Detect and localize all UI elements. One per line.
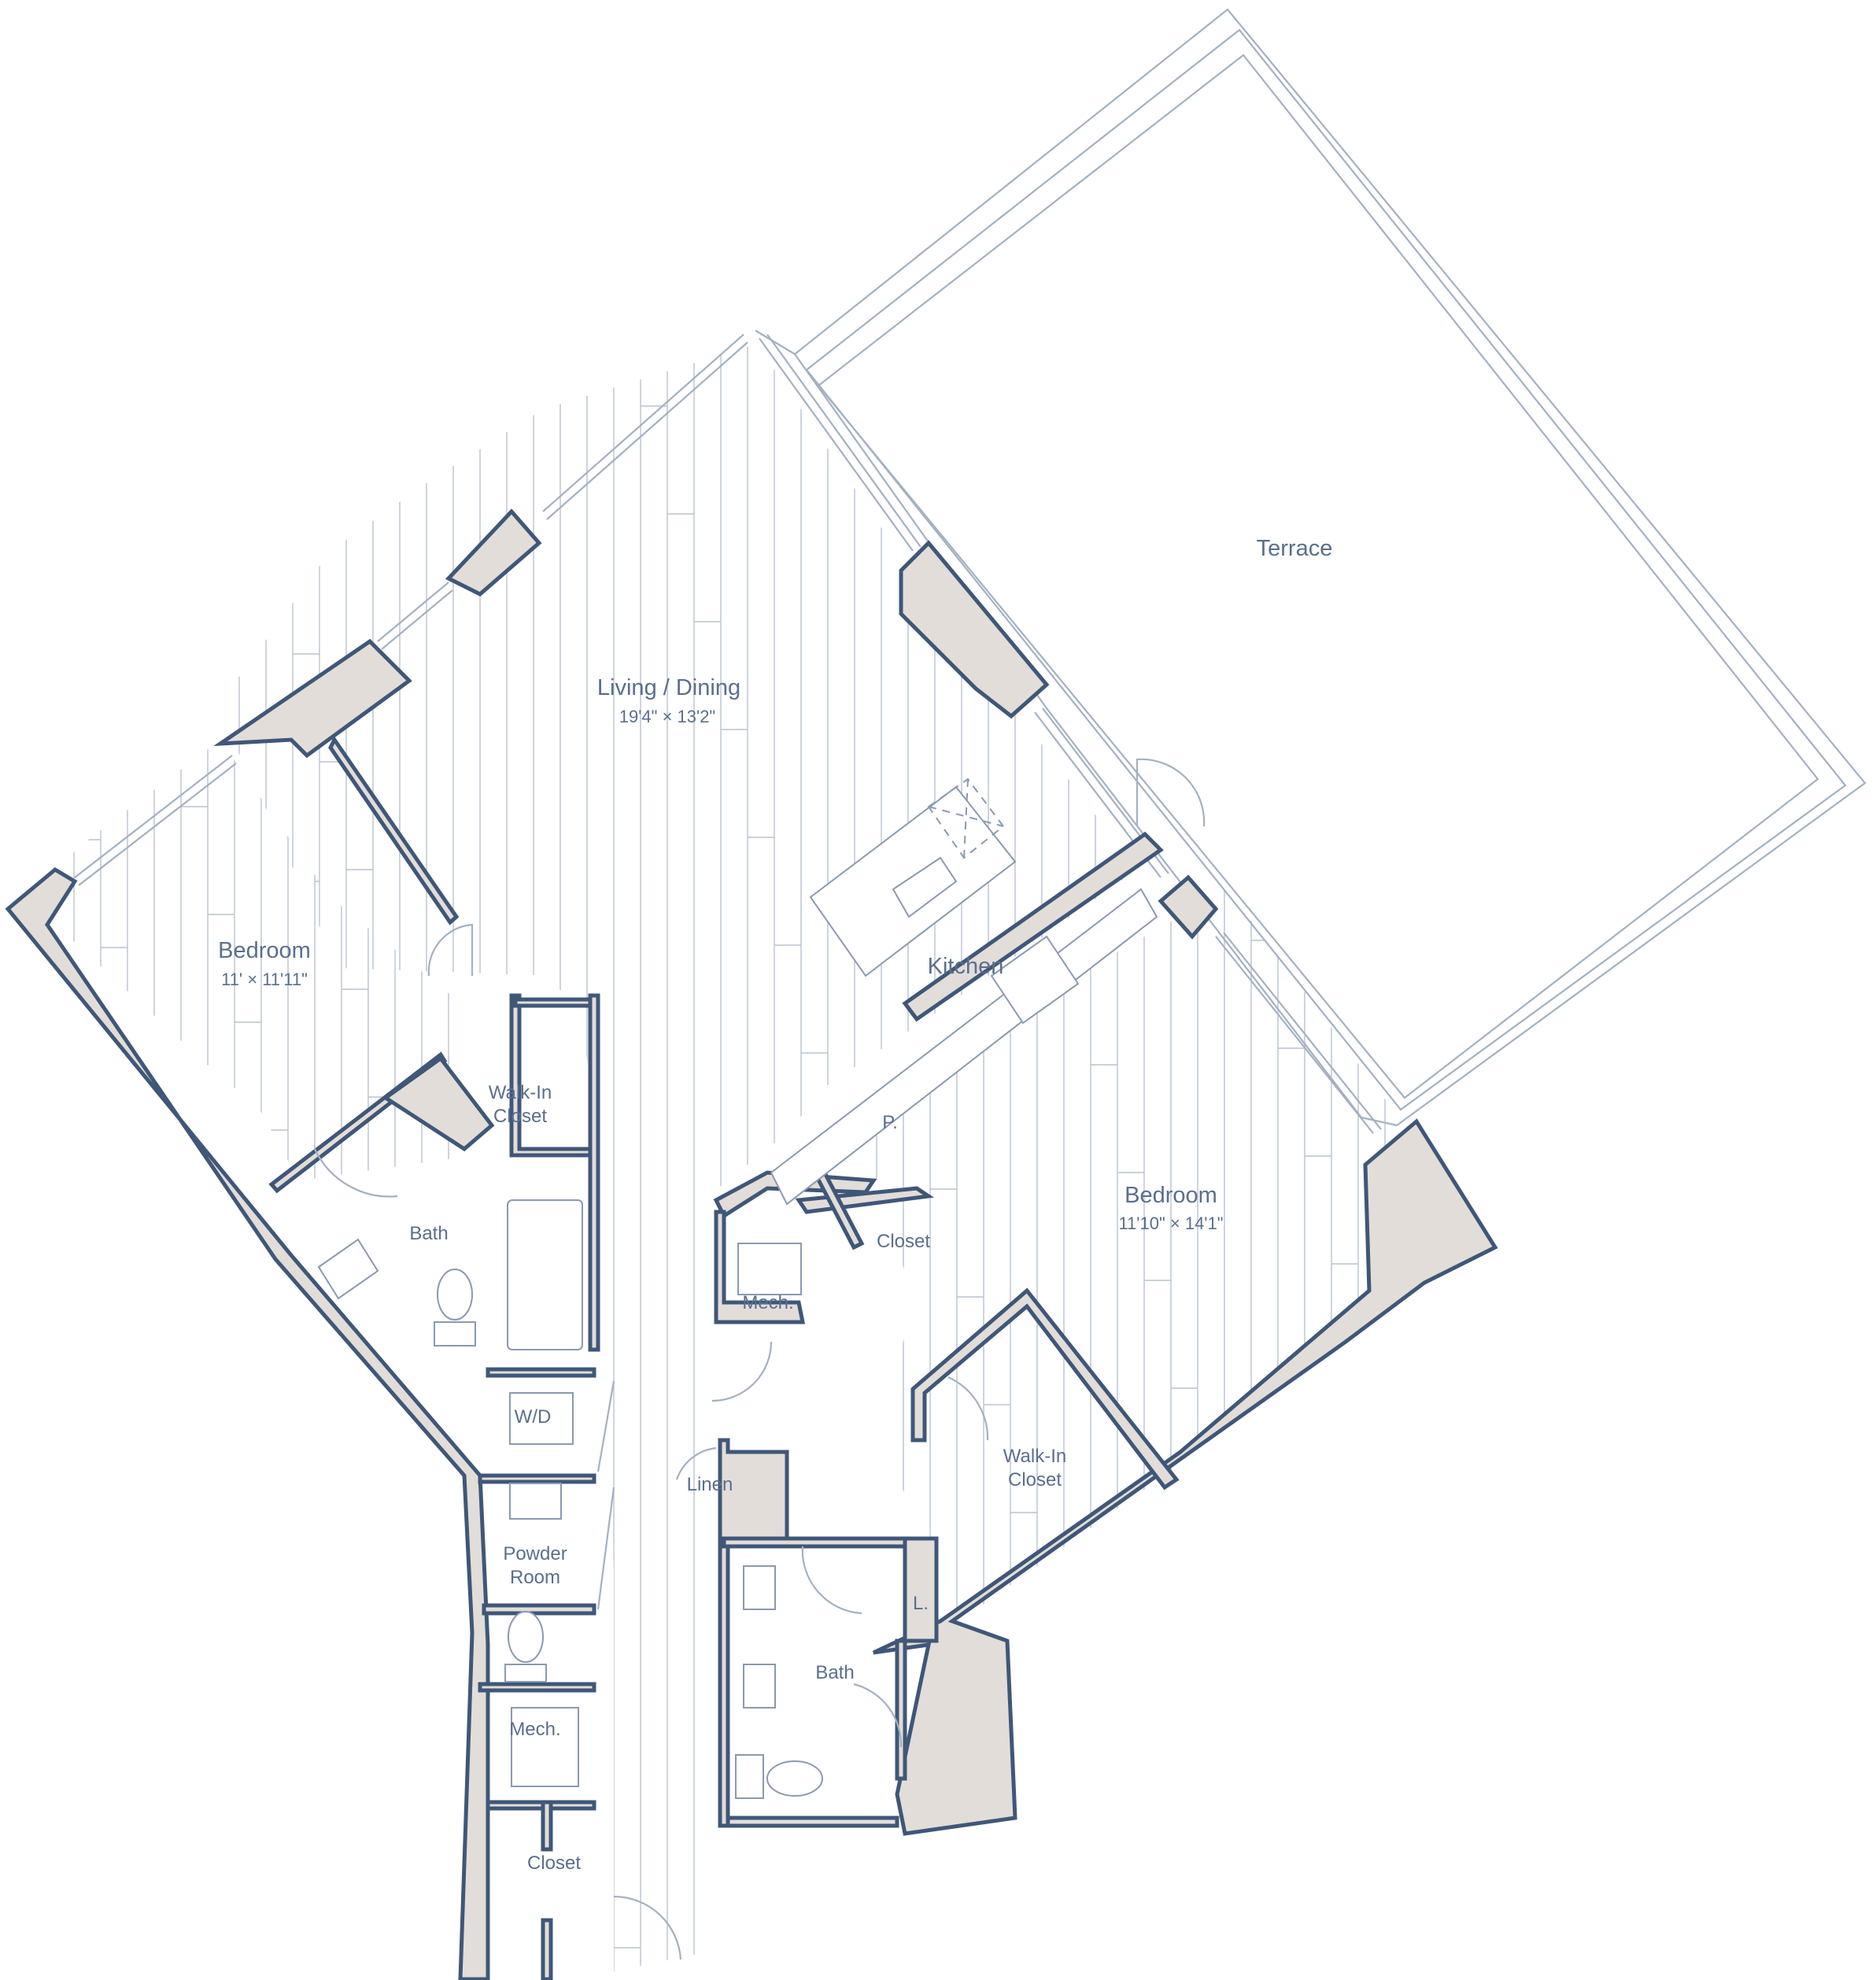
closet-bedroom-2-label: Closet [877, 1231, 930, 1252]
bedroom-2-dimensions: 11'10" × 14'1" [1118, 1213, 1223, 1233]
exterior-walls [5, 508, 1498, 1980]
walkin-closet-2-line2: Closet [1008, 1469, 1062, 1491]
interior-walls [268, 736, 1180, 1980]
floor-pattern-bedroom [47, 740, 464, 1180]
bedroom-2-label: Bedroom [1124, 1183, 1217, 1208]
terrace-label: Terrace [1257, 536, 1333, 561]
linen-label: Linen [687, 1474, 733, 1495]
room-labels: Terrace Living / Dining 19'4" × 13'2" Ki… [218, 536, 1332, 1874]
bedroom-1-label: Bedroom [218, 938, 311, 963]
mech-2-label: Mech. [509, 1719, 560, 1740]
living-dimensions: 19'4" × 13'2" [619, 707, 716, 726]
walkin-closet-1-line1: Walk-In [489, 1082, 552, 1103]
bath-fixtures [317, 1199, 823, 1799]
pantry-label: P. [882, 1112, 898, 1133]
mech-1-label: Mech. [742, 1292, 793, 1313]
walkin-closet-1-line2: Closet [493, 1106, 547, 1127]
powder-room-line2: Room [510, 1567, 560, 1588]
bath-2-label: Bath [815, 1662, 854, 1683]
floor-pattern [238, 344, 1137, 1971]
powder-room-line1: Powder [503, 1543, 567, 1564]
linen-closet-small-label: L. [913, 1593, 929, 1614]
kitchen-fixtures [770, 778, 1158, 1206]
walkin-closet-2-line1: Walk-In [1003, 1446, 1066, 1467]
living-label: Living / Dining [597, 675, 740, 700]
doors [314, 758, 1206, 1960]
entry-closet-label: Closet [527, 1853, 581, 1874]
bath-1-label: Bath [409, 1223, 448, 1244]
terrace [755, 8, 1867, 1127]
bedroom-1-dimensions: 11' × 11'11" [221, 970, 308, 989]
kitchen-label: Kitchen [928, 954, 1004, 979]
wd-label: W/D [515, 1406, 552, 1428]
windows [74, 334, 1382, 1134]
